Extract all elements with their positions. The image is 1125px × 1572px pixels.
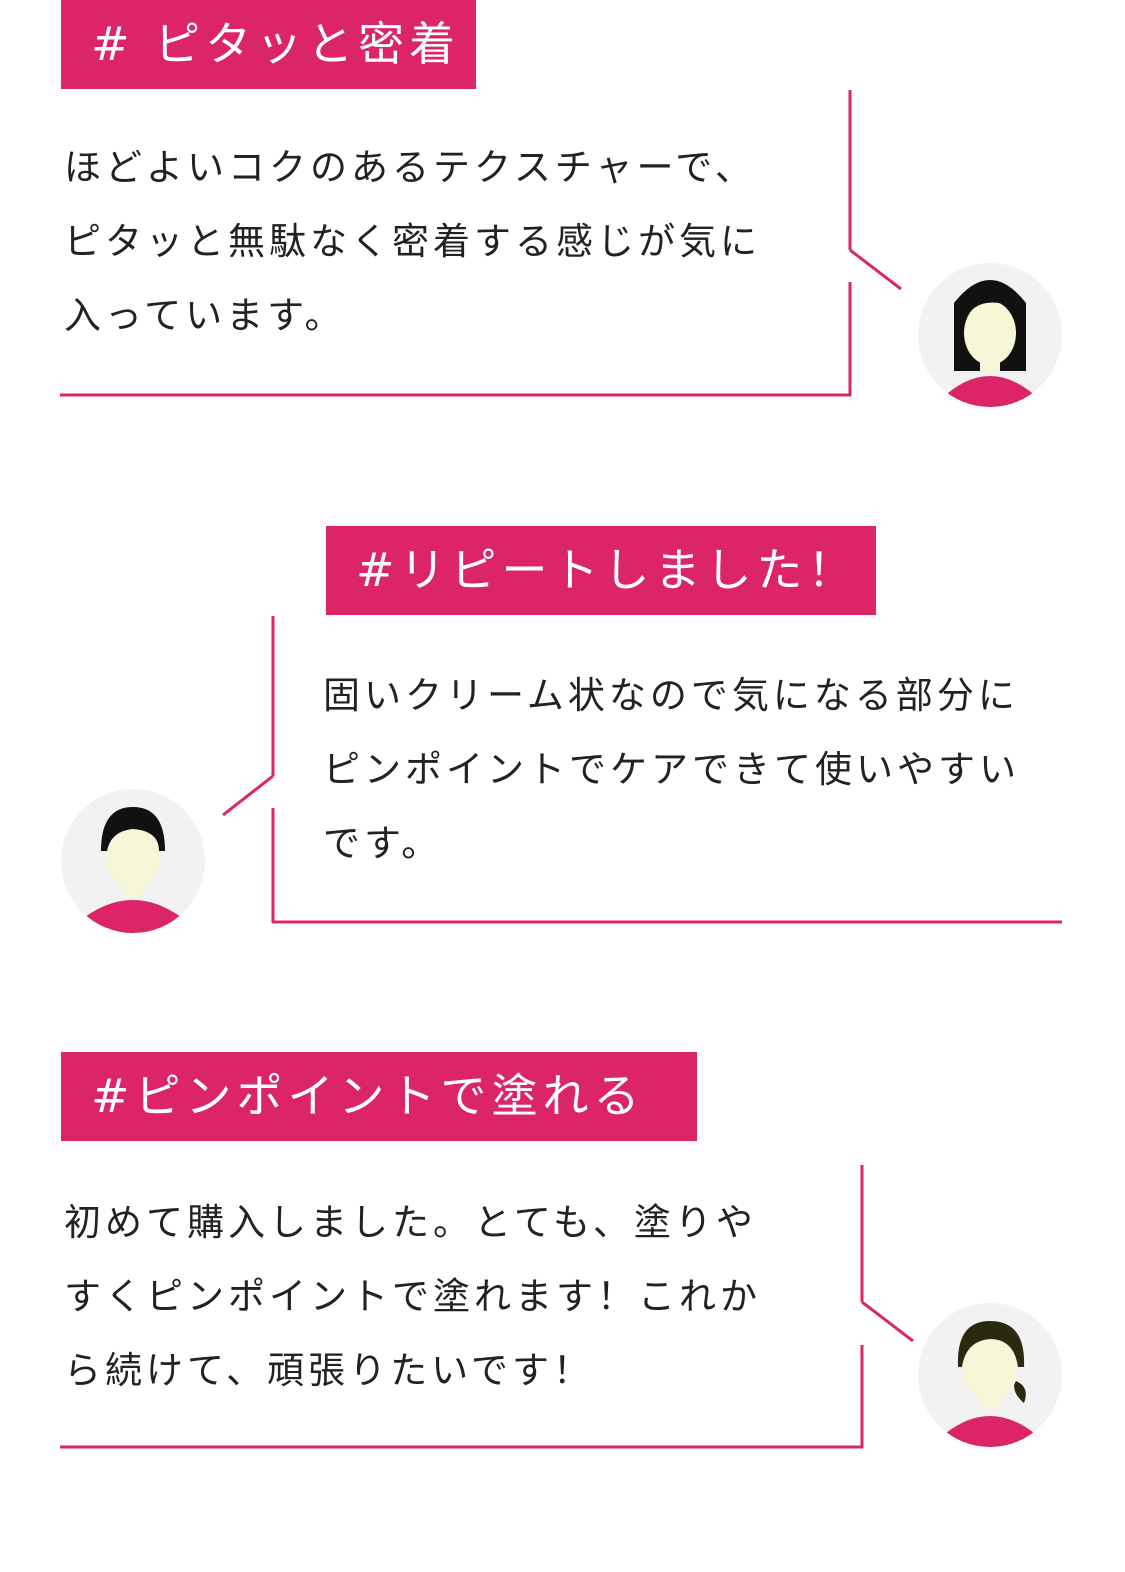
review-text: ほどよいコクのあるテクスチャーで、 ピタッと無駄なく密着する感じが気に 入ってい… (64, 146, 761, 337)
man-short-hair-icon (61, 789, 205, 933)
review-frame-1 (60, 90, 902, 397)
review-frame-2 (222, 616, 1062, 924)
review-text: 初めて購入しました。とても、塗りや すくピンポイントで塗れます！これか ら続けて… (64, 1201, 761, 1392)
review-text: 固いクリーム状なので気になる部分に ピンポイントでケアできて使いやすい です。 (323, 674, 1020, 865)
woman-ponytail-icon (918, 1303, 1062, 1447)
review-frame-3 (60, 1165, 914, 1449)
woman-long-hair-icon (918, 263, 1062, 407)
review-tag: #リピートしました！ (326, 526, 876, 615)
review-card-3: #ピンポイントで塗れる 初めて購入しました。とても、塗りや すくピンポイントで塗… (0, 1052, 1125, 1472)
review-card-1: # ピタッと密着 ほどよいコクのあるテクスチャーで、 ピタッと無駄なく密着する感… (0, 0, 1125, 420)
review-card-2: #リピートしました！ 固いクリーム状なので気になる部分に ピンポイントでケアでき… (0, 526, 1125, 946)
review-tag: #ピンポイントで塗れる (61, 1052, 697, 1141)
review-tag: # ピタッと密着 (61, 0, 476, 89)
